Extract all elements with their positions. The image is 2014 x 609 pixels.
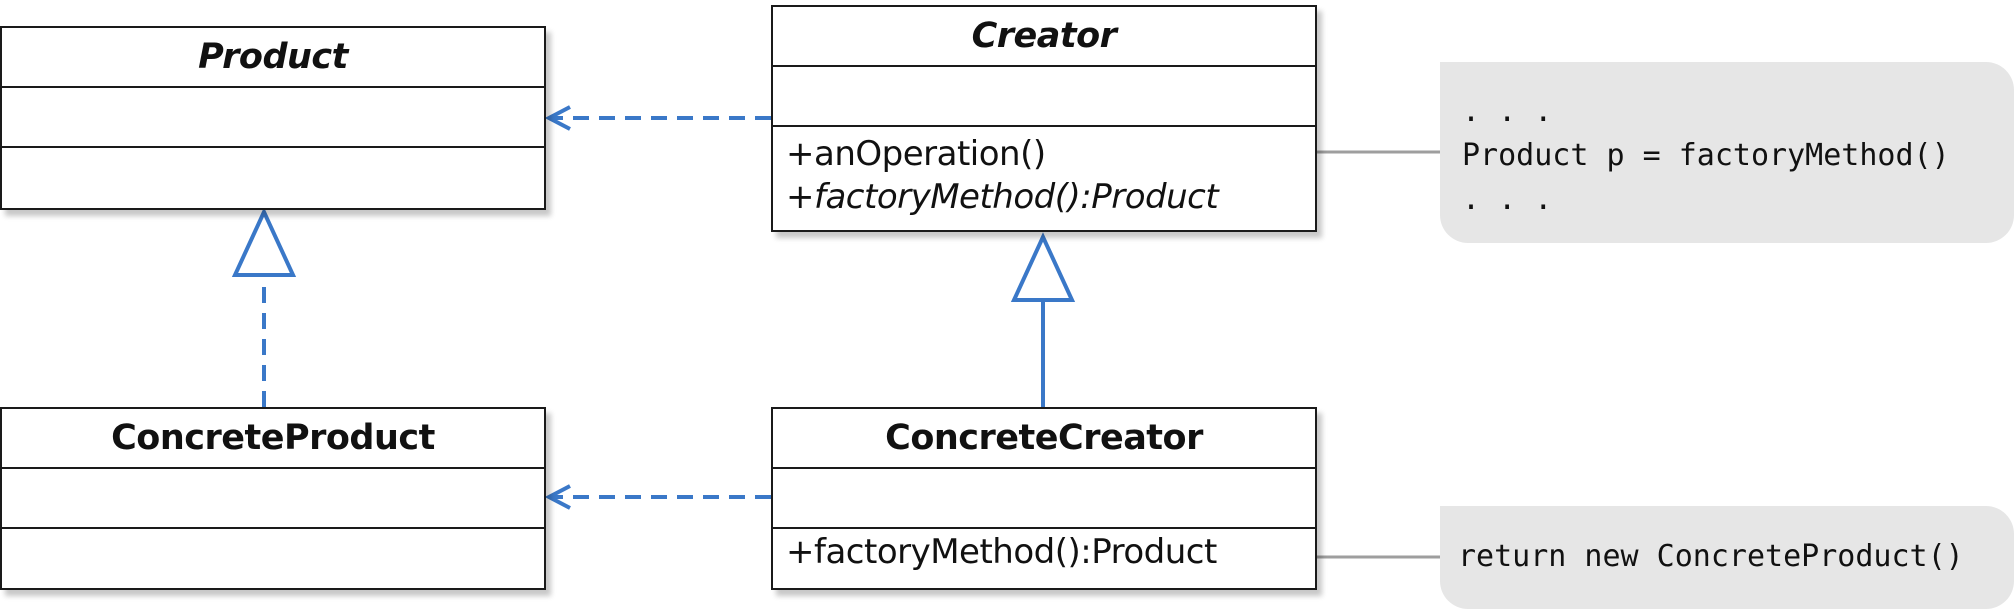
creator-code-note: . . . Product p = factoryMethod() . . .	[1440, 62, 2014, 243]
creator-class[interactable]: Creator +anOperation() +factoryMethod():…	[771, 5, 1317, 232]
product-class[interactable]: Product	[0, 26, 546, 210]
concrete-creator-operations-compartment: +factoryMethod():Product	[773, 527, 1315, 587]
concrete-creator-class-name: ConcreteCreator	[885, 418, 1203, 458]
product-operations-compartment	[2, 146, 544, 206]
concrete-product-class[interactable]: ConcreteProduct	[0, 407, 546, 590]
concrete-product-operations-compartment	[2, 527, 544, 587]
creator-operation-factorymethod: +factoryMethod():Product	[786, 177, 1219, 217]
concrete-creator-code-note: return new ConcreteProduct()	[1440, 506, 2014, 609]
creator-class-name: Creator	[971, 16, 1117, 56]
creator-attributes-compartment	[773, 65, 1315, 125]
concrete-creator-class[interactable]: ConcreteCreator +factoryMethod():Product	[771, 407, 1317, 590]
realization-triangle	[231, 207, 297, 277]
creator-note-line-1: . . .	[1462, 94, 1553, 129]
dependency-concretecreator-concreteproduct-arrowhead	[544, 484, 571, 510]
creator-operations-compartment: +anOperation() +factoryMethod():Product	[773, 125, 1315, 227]
concrete-creator-attributes-compartment	[773, 467, 1315, 527]
product-class-name: Product	[198, 37, 348, 77]
concrete-creator-note-line-1: return new ConcreteProduct()	[1458, 539, 1964, 574]
product-attributes-compartment	[2, 86, 544, 146]
concrete-product-class-name: ConcreteProduct	[111, 418, 435, 458]
creator-operation-anoperation: +anOperation()	[786, 134, 1046, 174]
dependency-creator-product-arrowhead	[544, 105, 571, 131]
generalization-triangle	[1010, 232, 1076, 302]
concrete-product-attributes-compartment	[2, 467, 544, 527]
concrete-creator-operation-factorymethod: +factoryMethod():Product	[786, 532, 1217, 572]
creator-note-line-3: . . .	[1462, 182, 1553, 217]
creator-note-line-2: Product p = factoryMethod()	[1462, 138, 1950, 173]
